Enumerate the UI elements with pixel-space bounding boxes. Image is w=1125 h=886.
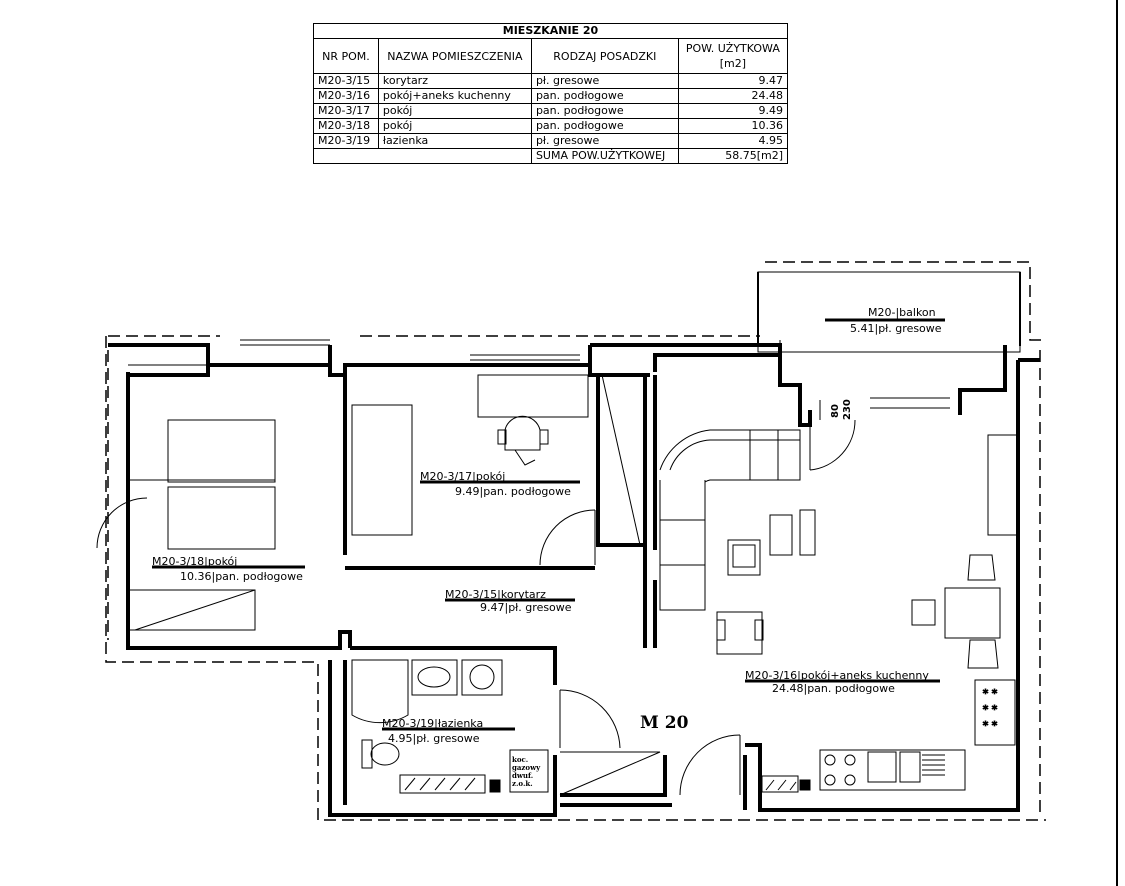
door-dimension-1: 80 xyxy=(830,404,841,418)
room-schedule-table: MIESZKANIE 20 NR POM. NAZWA POMIESZCZENI… xyxy=(313,23,789,164)
col-header-name: NAZWA POMIESZCZENIA xyxy=(377,38,532,74)
desk-and-chair xyxy=(351,374,589,536)
table-sum-row: SUMA POW.UŻYTKOWEJ 58.75[m2] xyxy=(313,148,789,164)
sum-label: SUMA POW.UŻYTKOWEJ xyxy=(530,148,679,164)
cell-floor: pł. gresowe xyxy=(530,133,679,149)
col-header-area-line1: POW. UŻYTKOWA xyxy=(685,42,780,55)
cell-nr: M20-3/16 xyxy=(313,88,379,104)
room18-label-top: M20-3/18|pokój xyxy=(152,555,237,568)
col-header-area: POW. UŻYTKOWA [m2] xyxy=(677,38,789,74)
room18-label-bottom: 10.36|pan. podłogowe xyxy=(180,570,303,583)
drawing-frame-border xyxy=(1116,0,1118,886)
balcony-label-top: M20-|balkon xyxy=(868,306,936,319)
room-labels: M20-|balkon 5.41|pł. gresowe M20-3/17|po… xyxy=(152,306,945,788)
bathroom-fixtures xyxy=(351,659,811,794)
svg-text:* *: * * xyxy=(983,719,998,732)
sum-value: 58.75[m2] xyxy=(677,148,789,164)
dining-and-furniture xyxy=(716,434,1019,669)
room19-label-top: M20-3/19|łazienka xyxy=(382,717,483,730)
room16-label-bottom: 24.48|pan. podłogowe xyxy=(772,682,895,695)
outer-dashed-envelope xyxy=(105,261,1046,821)
sum-empty-cell xyxy=(313,148,532,164)
room19-label-bottom: 4.95|pł. gresowe xyxy=(388,732,480,745)
corner-sofa xyxy=(659,429,801,611)
svg-text:* *: * * xyxy=(983,687,998,700)
room15-label-top: M20-3/15|korytarz xyxy=(445,588,546,601)
boiler-label-2: gazowy xyxy=(512,763,541,772)
balcony-label-bottom: 5.41|pł. gresowe xyxy=(850,322,942,335)
room17-label-top: M20-3/17|pokój xyxy=(420,470,505,483)
boiler-label-1: koc. xyxy=(512,755,528,764)
boiler-label-3: dwuf. xyxy=(512,771,533,780)
room15-label-bottom: 9.47|pł. gresowe xyxy=(480,601,572,614)
door-swings xyxy=(96,400,856,796)
cell-name: korytarz xyxy=(377,73,532,89)
svg-text:* *: * * xyxy=(983,703,998,716)
room17-label-bottom: 9.49|pan. podłogowe xyxy=(455,485,571,498)
col-header-area-line2: [m2] xyxy=(719,57,746,70)
table-row: M20-3/17 pokój pan. podłogowe 9.49 xyxy=(313,103,789,119)
cell-nr: M20-3/17 xyxy=(313,103,379,119)
beds xyxy=(128,419,276,550)
table-row: M20-3/19 łazienka pł. gresowe 4.95 xyxy=(313,133,789,149)
apartment-label: M 20 xyxy=(640,713,689,733)
room16-label-top: M20-3/16|pokój+aneks kuchenny xyxy=(745,669,929,682)
cell-floor: pan. podłogowe xyxy=(530,118,679,134)
boiler-label-4: z.o.k. xyxy=(512,779,533,788)
door-dimension-2: 230 xyxy=(842,399,853,420)
balcony xyxy=(757,271,1021,353)
walls xyxy=(108,343,1040,817)
cell-nr: M20-3/15 xyxy=(313,73,379,89)
interior-lines xyxy=(128,339,950,796)
cell-name: pokój+aneks kuchenny xyxy=(377,88,532,104)
table-row: M20-3/16 pokój+aneks kuchenny pan. podło… xyxy=(313,88,789,104)
kitchen-counter: * * * * * * xyxy=(819,679,1016,791)
table-row: M20-3/18 pokój pan. podłogowe 10.36 xyxy=(313,118,789,134)
